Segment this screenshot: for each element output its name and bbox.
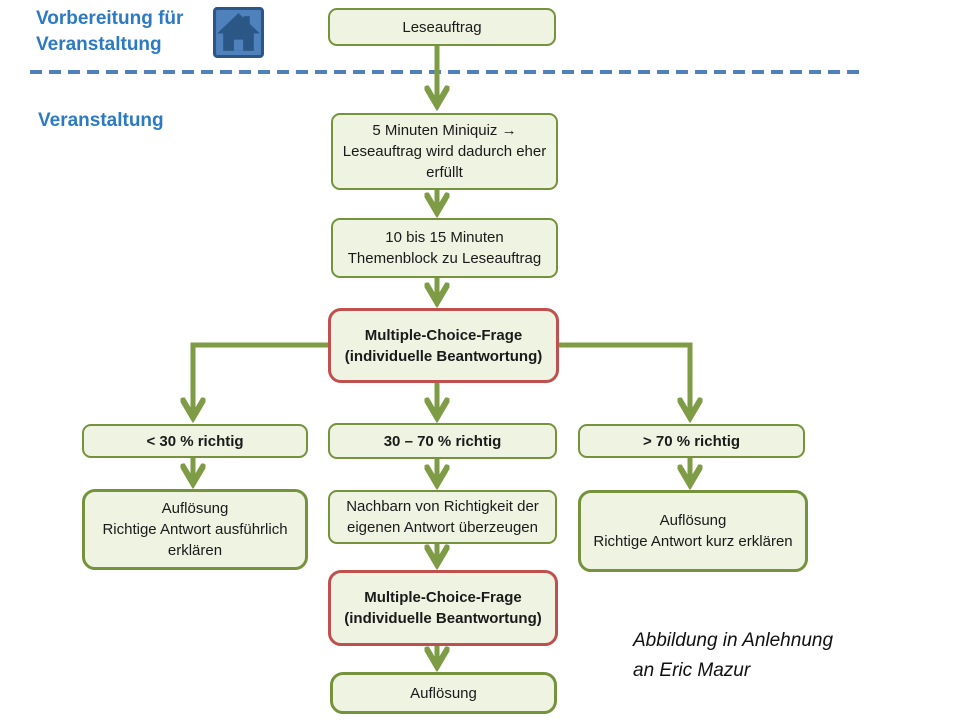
section-label-preparation: Vorbereitung für Veranstaltung (36, 8, 184, 55)
node-aufloesung-kurz: Auflösung Richtige Antwort kurz erklären (578, 490, 808, 572)
node-leseauftrag: Leseauftrag (328, 8, 556, 46)
node-aufloesung-ausfuehrlich: Auflösung Richtige Antwort ausführlich e… (82, 489, 308, 570)
node-mc-frage-2: Multiple-Choice-Frage (individuelle Bean… (328, 570, 558, 646)
home-icon[interactable] (213, 7, 264, 58)
node-aufloesung-final: Auflösung (330, 672, 557, 714)
arrow-mc1-lt30 (193, 342, 328, 416)
node-themenblock: 10 bis 15 Minuten Themenblock zu Leseauf… (331, 218, 558, 278)
node-branch-mid: 30 – 70 % richtig (328, 423, 557, 459)
section-label-event: Veranstaltung (38, 110, 164, 131)
node-branch-gt70: > 70 % richtig (578, 424, 805, 458)
attribution-caption: Abbildung in Anlehnung an Eric Mazur (633, 630, 834, 681)
node-miniquiz: 5 Minuten Miniquiz → Leseauftrag wird da… (331, 113, 558, 190)
node-mc-frage-1: Multiple-Choice-Frage (individuelle Bean… (328, 308, 559, 383)
node-nachbarn: Nachbarn von Richtigkeit der eigenen Ant… (328, 490, 557, 544)
arrow-mc1-gt70 (559, 342, 690, 416)
node-branch-lt30: < 30 % richtig (82, 424, 308, 458)
